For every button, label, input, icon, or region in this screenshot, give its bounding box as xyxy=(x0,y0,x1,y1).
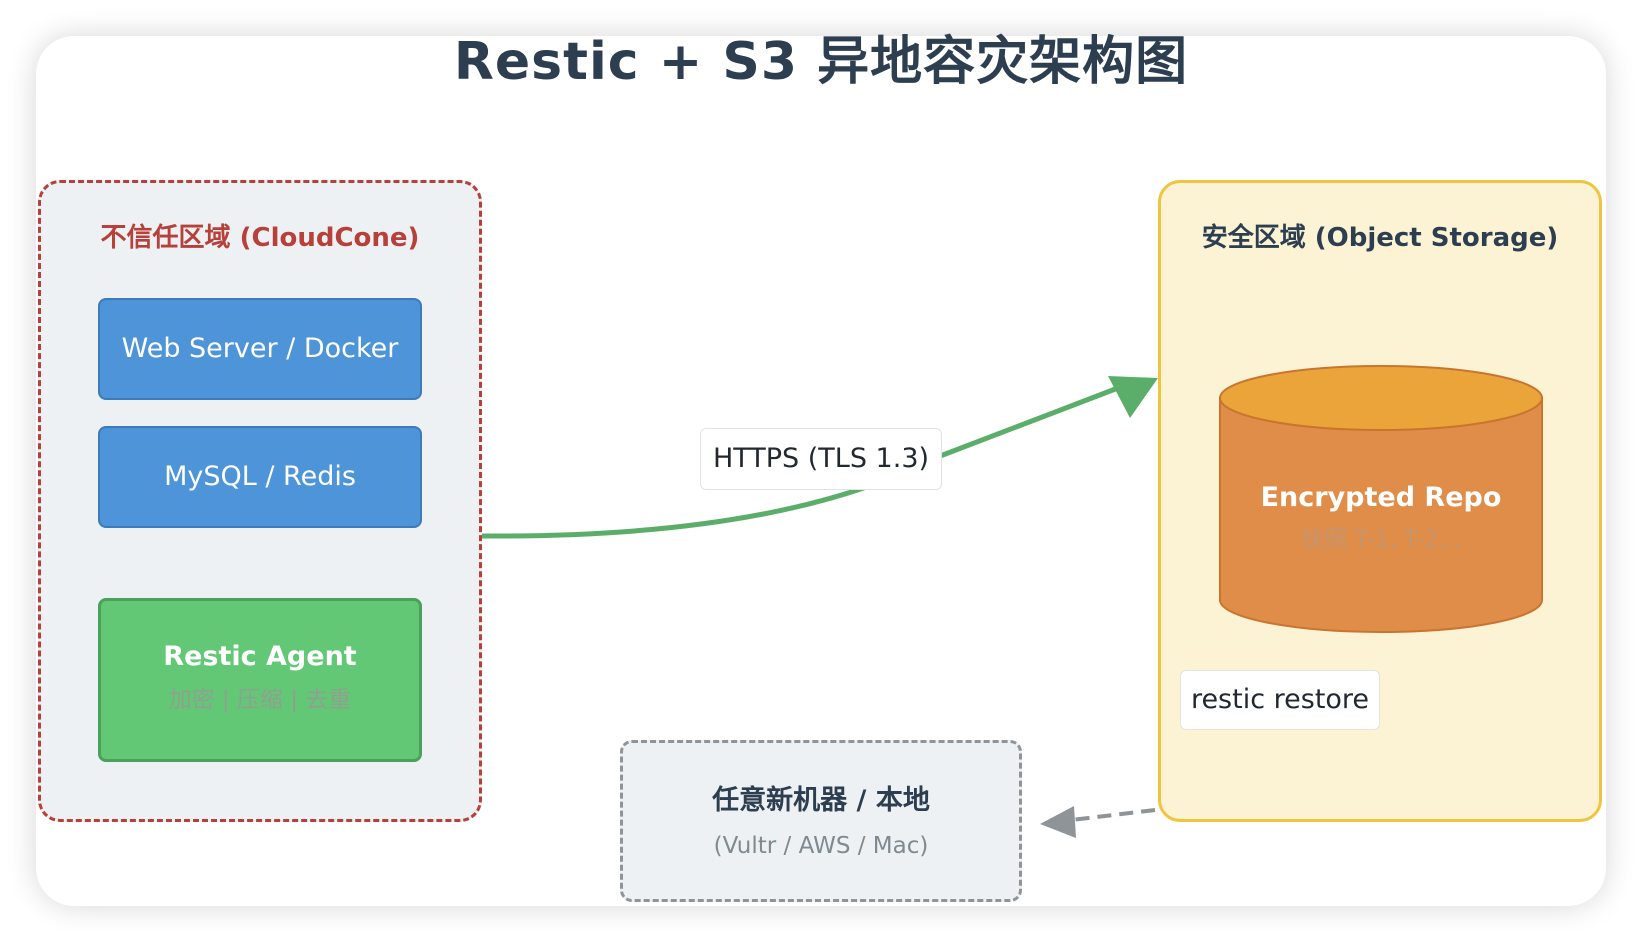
restore-target-platforms: (Vultr / AWS / Mac) xyxy=(713,833,929,859)
encrypted-repo-snapshots: 快照 T-1, T-2... xyxy=(1301,527,1461,553)
restore-target-box: 任意新机器 / 本地 (Vultr / AWS / Mac) xyxy=(620,740,1022,902)
secure-zone-title: 安全区域 (Object Storage) xyxy=(1201,223,1559,253)
untrusted-zone-title: 不信任区域 (CloudCone) xyxy=(100,223,420,253)
database-box: MySQL / Redis xyxy=(98,426,422,528)
restic-agent-label: Restic Agent xyxy=(163,641,357,672)
restic-restore-label: restic restore xyxy=(1180,670,1380,730)
restic-agent-box: Restic Agent 加密 | 压缩 | 去重 xyxy=(98,598,422,762)
diagram-title: Restic + S3 异地容灾架构图 xyxy=(453,32,1189,92)
encrypted-repo-label: Encrypted Repo xyxy=(1260,482,1502,513)
restore-target-label: 任意新机器 / 本地 xyxy=(712,785,930,816)
restic-agent-features: 加密 | 压缩 | 去重 xyxy=(168,687,352,713)
web-server-box: Web Server / Docker xyxy=(98,298,422,400)
https-connection-label: HTTPS (TLS 1.3) xyxy=(700,428,942,490)
